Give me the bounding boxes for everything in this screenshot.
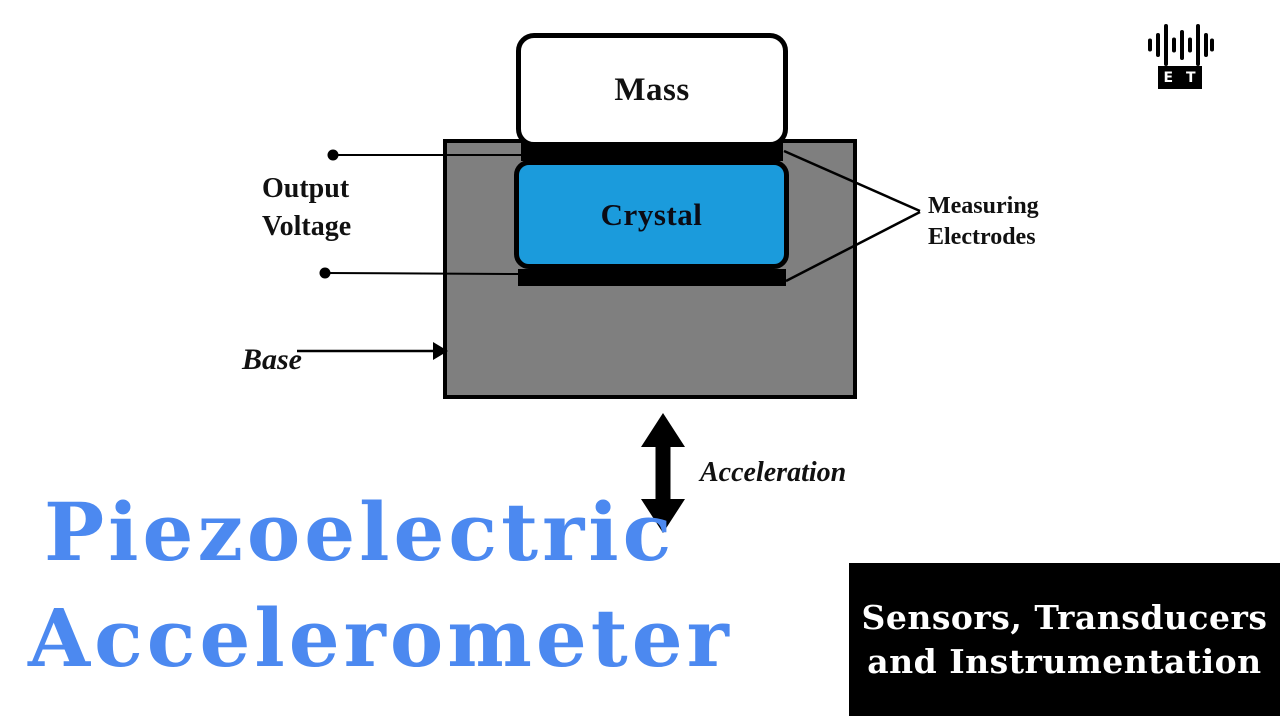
measuring-electrodes-label: Measuring Electrodes xyxy=(928,193,1039,250)
top-electrode xyxy=(521,143,783,161)
output-voltage-label: Output Voltage xyxy=(262,173,352,242)
page-title-line-1: Piezoelectric xyxy=(44,485,676,579)
base-label: Base xyxy=(242,343,302,376)
crystal-block: Crystal xyxy=(514,160,789,269)
channel-logo: E T xyxy=(1144,20,1216,92)
mass-label: Mass xyxy=(614,71,690,108)
mass-block: Mass xyxy=(516,33,788,147)
top-terminal-dot xyxy=(327,149,339,161)
series-badge: Sensors, Transducers and Instrumentation xyxy=(849,563,1280,716)
page-title-line-2: Accelerometer xyxy=(28,591,733,685)
audio-waveform-icon xyxy=(1148,24,1214,66)
crystal-label: Crystal xyxy=(600,196,703,232)
et-logo-box: E T xyxy=(1158,66,1202,89)
bottom-electrode xyxy=(518,269,786,286)
et-logo-text: E T xyxy=(1163,69,1200,86)
bottom-terminal-dot xyxy=(319,267,331,279)
acceleration-label: Acceleration xyxy=(700,457,847,488)
series-badge-text: Sensors, Transducers and Instrumentation xyxy=(861,597,1268,681)
